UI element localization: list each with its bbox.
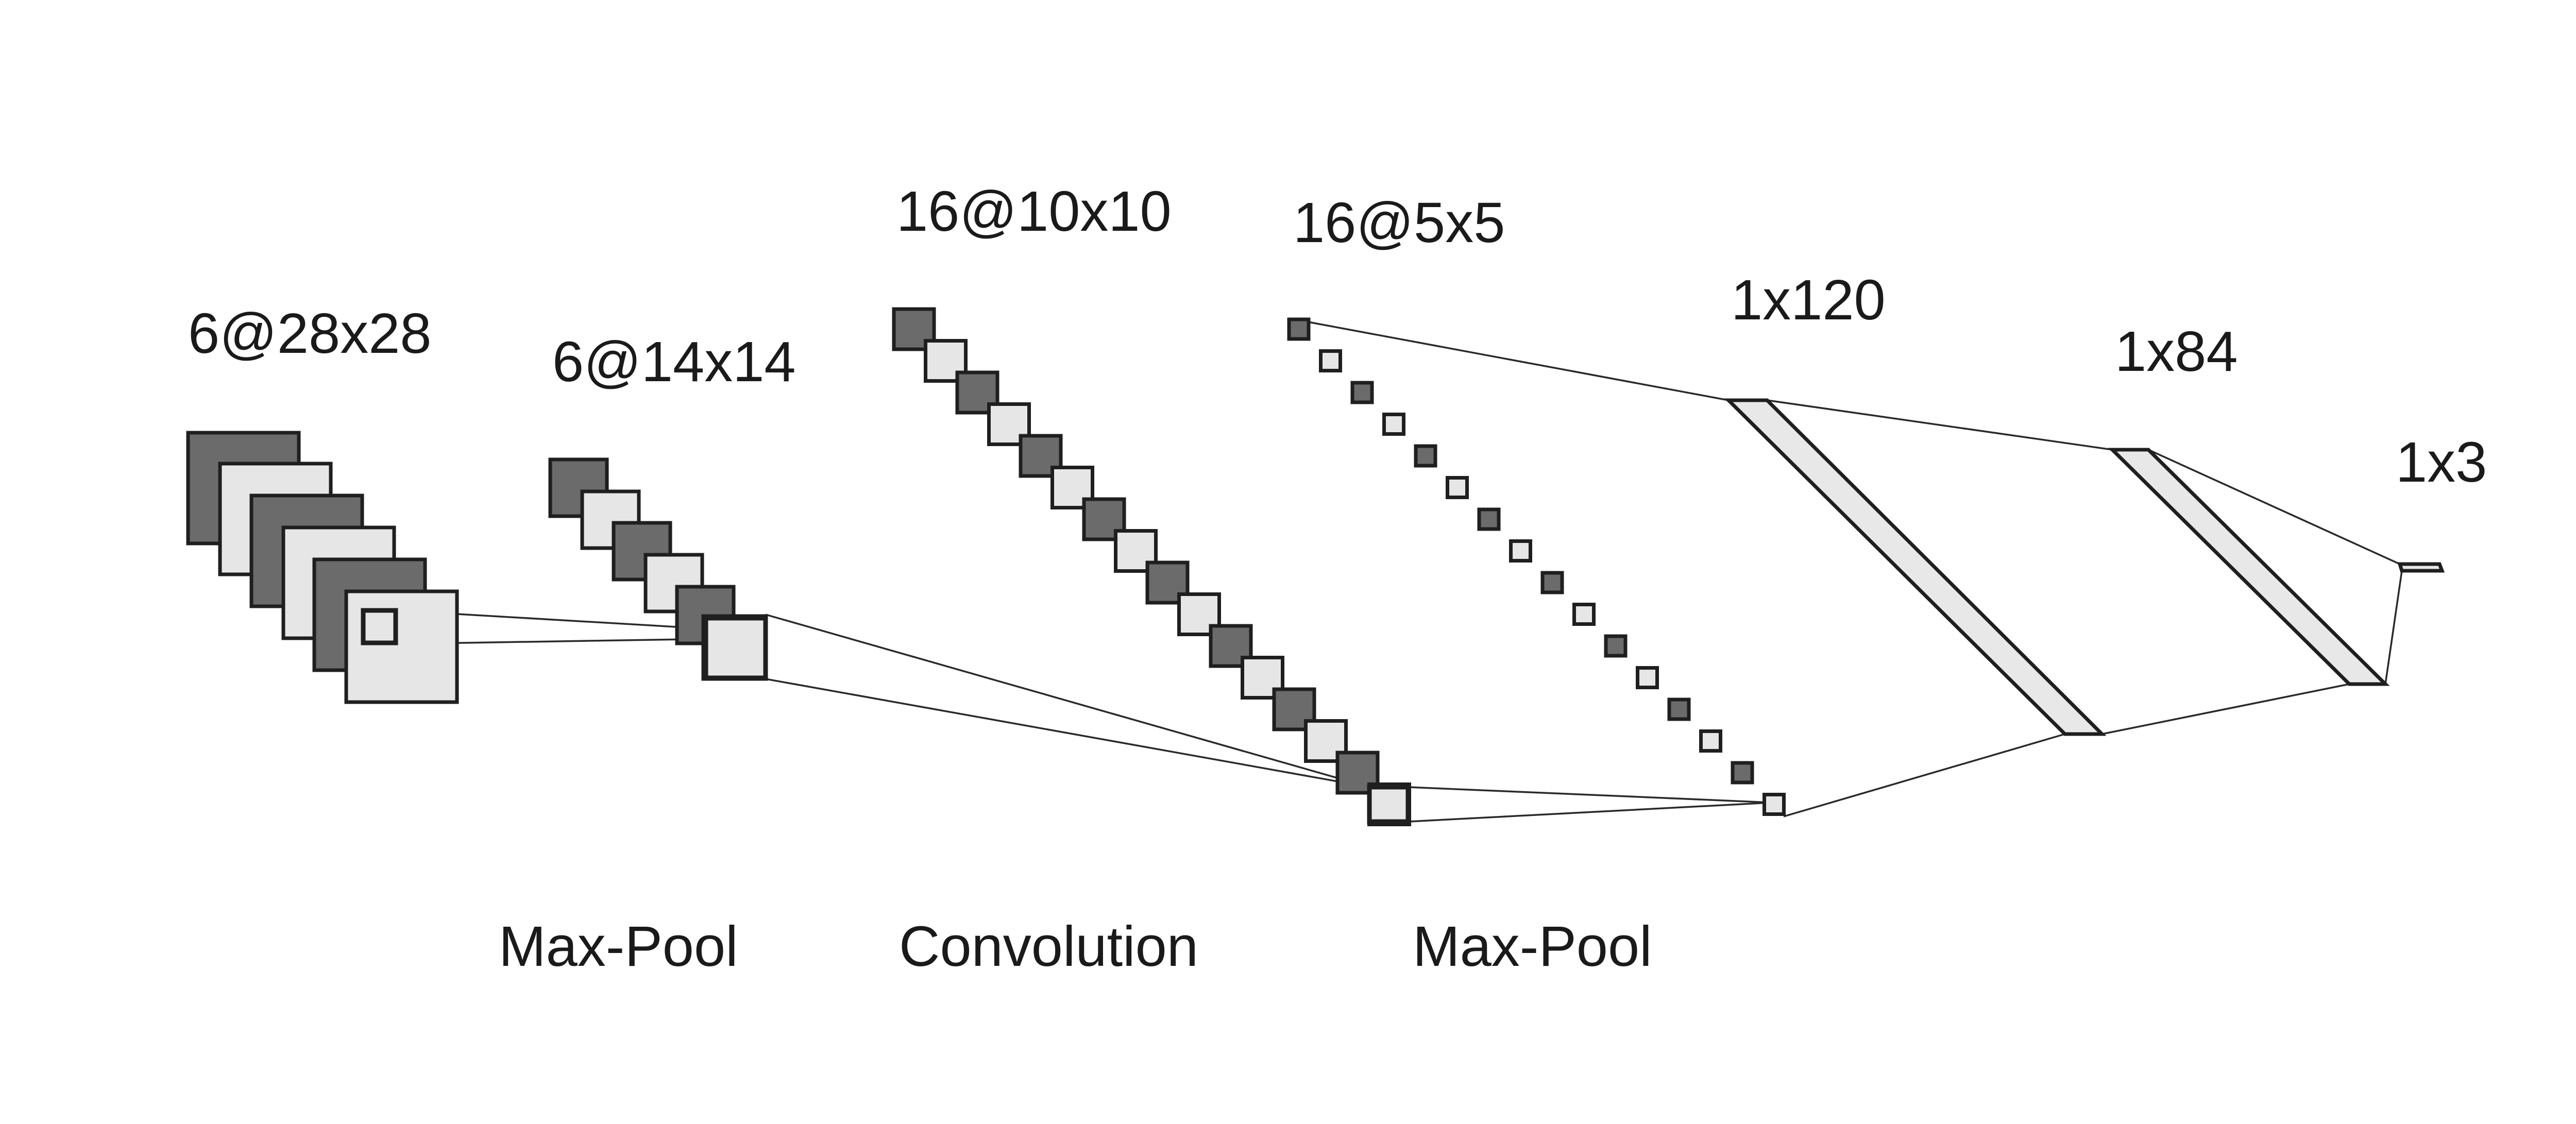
- connection-line: [2102, 683, 2350, 735]
- connection-lines: [395, 318, 2403, 823]
- feature-map: [1572, 603, 1596, 626]
- layer-label-c3: 16@10x10: [896, 180, 1172, 243]
- feature-map: [344, 589, 459, 704]
- feature-map: [701, 614, 768, 681]
- feature-maps-c3: [892, 307, 1411, 826]
- layer-label-s2: 6@14x14: [552, 330, 796, 394]
- feature-map: [1762, 793, 1786, 816]
- layer-label-f6: 1x84: [2115, 320, 2238, 383]
- feature-map: [1636, 666, 1659, 689]
- feature-map: [1540, 571, 1564, 594]
- feature-map: [1367, 782, 1411, 826]
- feature-map: [1731, 761, 1754, 785]
- receptive-field: [703, 616, 768, 680]
- feature-map: [1177, 592, 1221, 636]
- connection-line: [1783, 733, 2065, 818]
- receptive-field: [1367, 785, 1411, 824]
- layer-label-f5: 1x120: [1731, 268, 1886, 332]
- fc-layer-120: [1724, 398, 2107, 736]
- feature-map: [1382, 413, 1405, 436]
- feature-maps-s4: [1287, 317, 1786, 816]
- operation-label-op3: Max-Pool: [1413, 915, 1652, 978]
- feature-map: [1414, 444, 1437, 468]
- operation-label-op1: Max-Pool: [499, 915, 738, 978]
- feature-map: [1446, 476, 1469, 499]
- connection-line: [1294, 318, 1729, 401]
- connection-line: [765, 678, 1370, 788]
- feature-map: [1604, 634, 1628, 658]
- feature-map: [1699, 729, 1722, 753]
- connection-line: [2148, 449, 2400, 565]
- connection-line: [2384, 570, 2403, 685]
- operation-label-op2: Convolution: [899, 915, 1198, 978]
- connection-line: [1408, 786, 1773, 804]
- fc-layer-84: [2108, 448, 2390, 686]
- feature-map: [892, 307, 936, 351]
- feature-map: [1509, 539, 1532, 563]
- layer-label-out: 1x3: [2396, 431, 2487, 494]
- layer-label-c1: 6@28x28: [188, 302, 432, 365]
- feature-map: [1319, 349, 1342, 372]
- output-layer: [2397, 562, 2445, 573]
- connection-line: [1408, 802, 1773, 823]
- feature-map: [1667, 697, 1691, 721]
- feature-map: [1287, 317, 1311, 341]
- feature-map: [1350, 381, 1374, 404]
- connection-line: [1767, 399, 2113, 451]
- feature-map: [1477, 507, 1501, 531]
- feature-maps-c1: [186, 431, 459, 704]
- feature-maps-s2: [548, 457, 768, 681]
- receptive-field: [361, 608, 398, 645]
- connection-line: [765, 614, 1370, 788]
- layer-label-s4: 16@5x5: [1293, 191, 1505, 254]
